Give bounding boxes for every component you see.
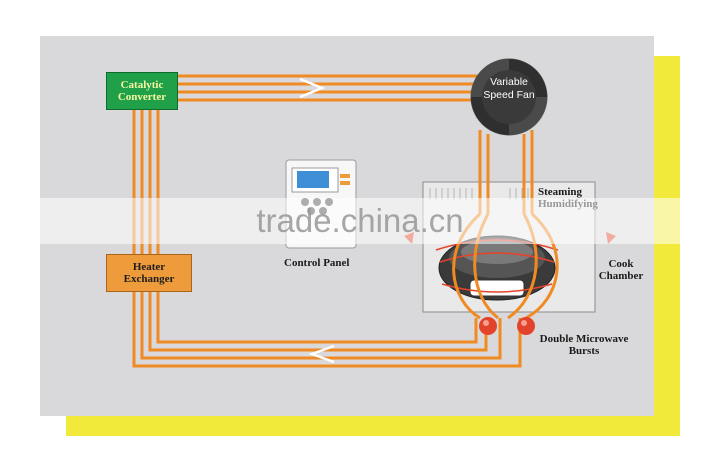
flow-direction-left-icon [308,344,335,364]
airflow-pipe-top [178,74,478,102]
control-screen [297,171,329,188]
microwave-bursts [479,317,535,335]
control-panel-label: Control Panel [284,257,350,269]
variable-speed-fan-label: Variable Speed Fan [483,76,535,101]
cook-chamber-label: Cook Chamber [598,258,644,282]
heater-exchanger-box: Heater Exchanger [106,254,192,292]
catalytic-converter-box: Catalytic Converter [106,72,178,110]
variable-speed-fan-icon [470,58,548,136]
double-microwave-bursts-label: Double Microwave Bursts [539,333,629,357]
flow-direction-right-icon [299,77,326,99]
watermark: trade.china.cn [0,198,720,244]
